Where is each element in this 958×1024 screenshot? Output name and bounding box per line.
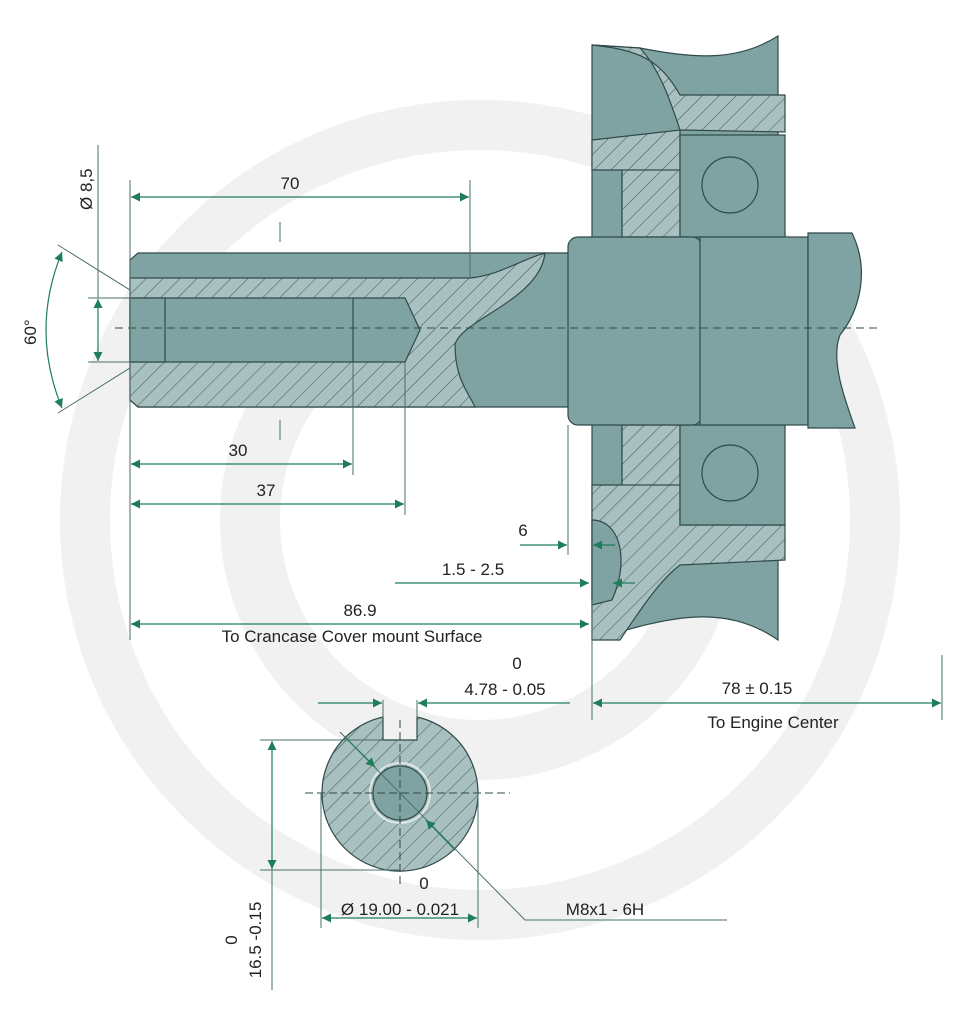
dim-86-9-label: 86.9 xyxy=(343,601,376,620)
dim-engine-center-note: To Engine Center xyxy=(707,713,839,732)
shaft xyxy=(115,222,880,440)
dim-shaft-diameter-upper: 0 xyxy=(419,874,428,893)
dim-height-upper: 0 xyxy=(222,935,241,944)
dim-height-label: 16.5 -0.15 xyxy=(246,902,265,979)
bearing-lower xyxy=(679,424,786,526)
dim-30-label: 30 xyxy=(229,441,248,460)
dim-shaft-diameter-label: Ø 19.00 - 0.021 xyxy=(341,900,459,919)
extension-lines xyxy=(57,145,943,720)
thread-spec-label: M8x1 - 6H xyxy=(566,900,644,919)
dim-bore-diameter-label: Ø 8,5 xyxy=(77,168,96,210)
dim-key-width-upper: 0 xyxy=(512,654,521,673)
dim-key-width-label: 4.78 - 0.05 xyxy=(464,680,545,699)
dim-chamfer-angle-label: 60° xyxy=(21,319,40,345)
dim-gap-label: 1.5 - 2.5 xyxy=(442,560,504,579)
bearing-upper xyxy=(679,134,786,238)
dim-70-label: 70 xyxy=(281,174,300,193)
dim-37-label: 37 xyxy=(257,481,276,500)
dimension-lines xyxy=(45,192,941,990)
dim-6-label: 6 xyxy=(518,521,527,540)
dim-86-9-note: To Crancase Cover mount Surface xyxy=(222,627,483,646)
shaft-cross-section xyxy=(260,700,727,928)
dim-engine-center-label: 78 ± 0.15 xyxy=(722,679,793,698)
